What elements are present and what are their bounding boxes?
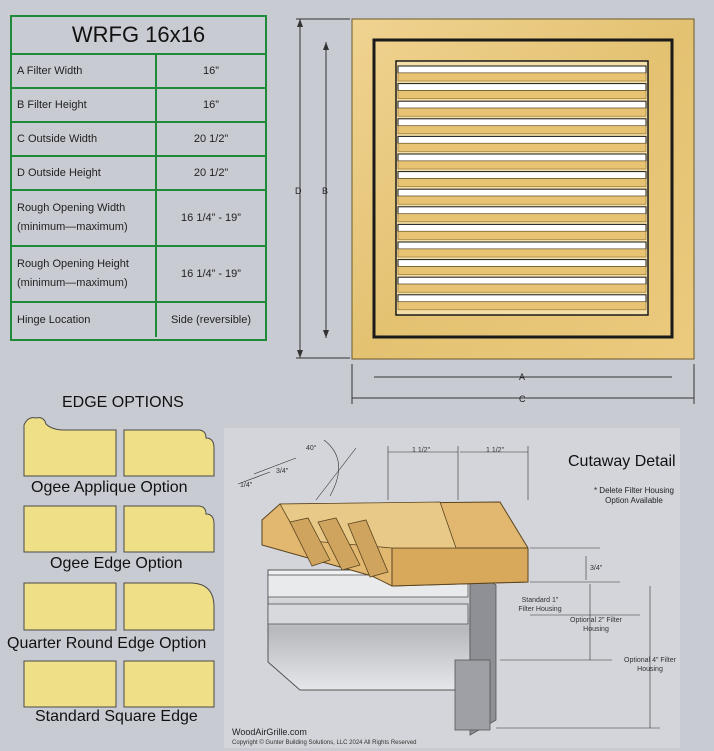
site-url: WoodAirGrille.com xyxy=(232,727,307,737)
ogee-edge-left xyxy=(23,505,117,553)
louver-slot xyxy=(397,276,647,285)
spec-value: 16 1/4” - 19” xyxy=(181,268,241,280)
quarter-round-left xyxy=(23,582,117,631)
louver-slot xyxy=(397,188,647,197)
louver-blade xyxy=(397,72,647,82)
dim-label-b: B xyxy=(322,186,329,196)
spec-row-rough-width: Rough Opening Width (minimum—maximum) 16… xyxy=(12,191,265,247)
louver-slot xyxy=(397,206,647,215)
louvers xyxy=(397,65,647,311)
louver-slot xyxy=(397,83,647,92)
spec-label: C Outside Width xyxy=(12,123,157,155)
louver-slot xyxy=(397,100,647,109)
spec-value: 20 1/2” xyxy=(193,133,229,145)
spec-row-outside-width: C Outside Width 20 1/2” xyxy=(12,123,265,157)
spec-label: Rough Opening Height (minimum—maximum) xyxy=(12,247,157,301)
louver-slot xyxy=(397,259,647,268)
louver-blade xyxy=(397,283,647,293)
louver-slot xyxy=(397,118,647,127)
option-square-edge: Standard Square Edge xyxy=(35,708,198,725)
louver-slot xyxy=(397,223,647,232)
spec-value: 16 1/4” - 19” xyxy=(181,212,241,224)
cutaway-dim-3: 3/4" xyxy=(276,468,289,475)
louver-blade xyxy=(397,90,647,99)
louver-blade xyxy=(397,195,647,205)
cutaway-angle: 40° xyxy=(306,445,317,452)
louver-blade xyxy=(397,301,647,311)
spec-value: 16” xyxy=(203,65,219,77)
louver-blade xyxy=(397,213,647,223)
cutaway-dim-4: 1/4" xyxy=(240,482,253,489)
spec-row-filter-height: B Filter Height 16” xyxy=(12,89,265,123)
louver-slot xyxy=(397,294,647,303)
spec-label: A Filter Width xyxy=(12,55,157,87)
spec-label: B Filter Height xyxy=(12,89,157,121)
housing-2-label: Optional 2" Filter Housing xyxy=(570,617,622,633)
cutaway-note: * Delete Filter Housing Option Available xyxy=(593,486,675,505)
dim-label-d: D xyxy=(295,186,302,196)
copyright: Copyright © Gunter Building Solutions, L… xyxy=(232,740,417,746)
option-ogee-edge: Ogee Edge Option xyxy=(50,555,183,572)
edge-options-title: EDGE OPTIONS xyxy=(62,394,184,411)
spec-row-outside-height: D Outside Height 20 1/2” xyxy=(12,157,265,191)
dim-label-c: C xyxy=(519,394,526,404)
option-quarter-round: Quarter Round Edge Option xyxy=(7,635,207,652)
cutaway-illustration xyxy=(224,428,680,748)
spec-table: WRFG 16x16 A Filter Width 16” B Filter H… xyxy=(10,15,267,341)
cutaway-title: Cutaway Detail xyxy=(568,453,676,470)
louver-blade xyxy=(397,231,647,240)
dimension-arrows xyxy=(297,19,329,358)
louver-slot xyxy=(397,135,647,144)
housing-1-label: Standard 1" Filter Housing xyxy=(518,597,562,613)
cutaway-dim-5: 3/4" xyxy=(590,565,603,572)
option-ogee-applique: Ogee Applique Option xyxy=(31,479,188,496)
louver-blade xyxy=(397,248,647,258)
spec-value: 16” xyxy=(203,99,219,111)
louver-blade xyxy=(397,266,647,275)
dim-label-a: A xyxy=(519,372,526,382)
spec-label: D Outside Height xyxy=(12,157,157,189)
spec-value: Side (reversible) xyxy=(170,314,252,326)
louver-slot xyxy=(397,65,647,74)
square-edge-right xyxy=(123,660,215,708)
louver-blade xyxy=(397,143,647,152)
cutaway-dim-2: 1 1/2" xyxy=(486,447,505,454)
spec-label: Rough Opening Width (minimum—maximum) xyxy=(12,191,157,245)
spec-label: Hinge Location xyxy=(12,303,157,337)
edge-profiles xyxy=(23,417,215,708)
louver-slot xyxy=(397,153,647,162)
louver-blade xyxy=(397,160,647,170)
dimension-lines xyxy=(296,18,695,404)
spec-row-filter-width: A Filter Width 16” xyxy=(12,55,265,89)
ogee-applique-left xyxy=(23,417,117,477)
spec-row-hinge: Hinge Location Side (reversible) xyxy=(12,303,265,337)
square-edge-left xyxy=(23,660,117,708)
spec-value: 20 1/2” xyxy=(193,167,229,179)
product-title: WRFG 16x16 xyxy=(12,17,265,55)
spec-row-rough-height: Rough Opening Height (minimum—maximum) 1… xyxy=(12,247,265,303)
ogee-applique-right xyxy=(123,429,215,477)
quarter-round-right xyxy=(123,582,215,631)
louver-slot xyxy=(397,241,647,250)
louver-blade xyxy=(397,125,647,135)
louver-blade xyxy=(397,178,647,187)
louver-slot xyxy=(397,171,647,180)
housing-4-label: Optional 4" Filter Housing xyxy=(624,657,676,673)
cutaway-dim-1: 1 1/2" xyxy=(412,447,431,454)
grille-front-view xyxy=(351,18,695,360)
louver-blade xyxy=(397,107,647,117)
ogee-edge-right xyxy=(123,505,215,553)
